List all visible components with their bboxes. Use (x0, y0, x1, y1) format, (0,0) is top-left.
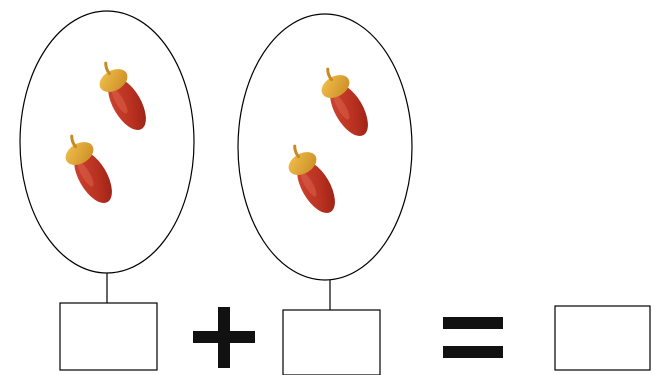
plus-sign (193, 307, 255, 368)
group-2-oval (237, 13, 413, 281)
group-2-answer-box[interactable] (282, 309, 381, 375)
acorn-1-1 (89, 55, 156, 139)
acorn-2-1 (311, 61, 378, 145)
equals-sign (443, 317, 503, 358)
result-box[interactable] (554, 305, 651, 371)
group-1 (19, 10, 195, 371)
group-1-answer-box[interactable] (59, 302, 158, 371)
acorn-1-2 (55, 128, 122, 212)
acorn-2-2 (278, 138, 345, 222)
group-1-oval (19, 10, 195, 274)
group-2 (237, 13, 413, 375)
